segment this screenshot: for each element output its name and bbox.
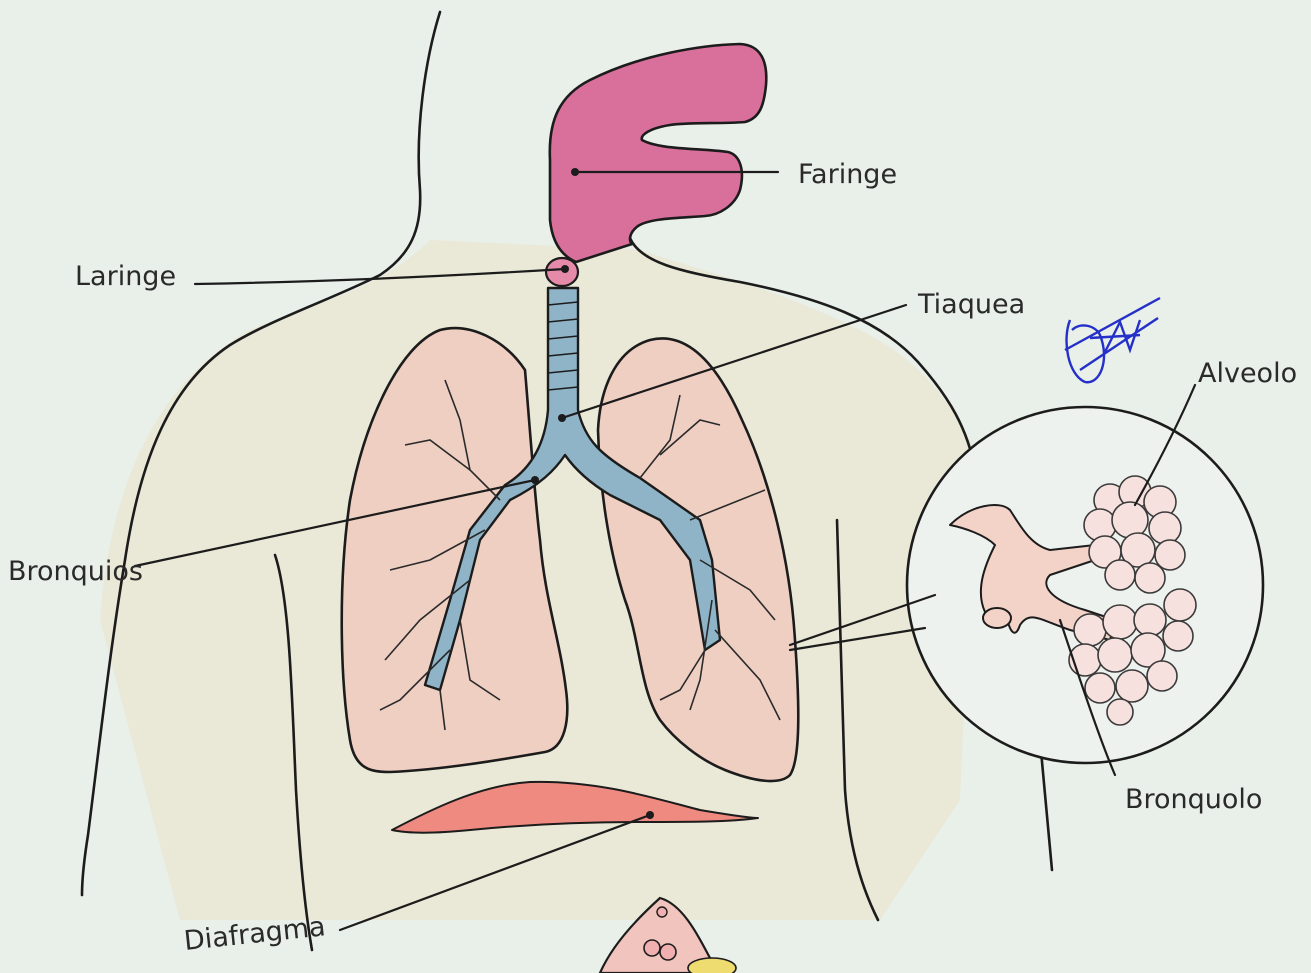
dot-diafragma — [646, 811, 654, 819]
label-alveolo: Alveolo — [1198, 358, 1297, 389]
dot-faringe — [571, 168, 579, 176]
bronchiole-opening — [983, 608, 1011, 628]
larynx-shape — [546, 258, 578, 286]
dot-traquea — [558, 414, 566, 422]
dot-laringe — [561, 265, 569, 273]
label-bronquios: Bronquios — [8, 556, 143, 587]
label-laringe: Laringe — [75, 261, 176, 292]
label-faringe: Faringe — [798, 159, 897, 190]
dot-bronquios — [531, 476, 539, 484]
label-traquea: Tiaquea — [917, 289, 1025, 320]
label-bronquiolo: Bronquolo — [1125, 784, 1262, 815]
inset-circle — [907, 407, 1263, 763]
